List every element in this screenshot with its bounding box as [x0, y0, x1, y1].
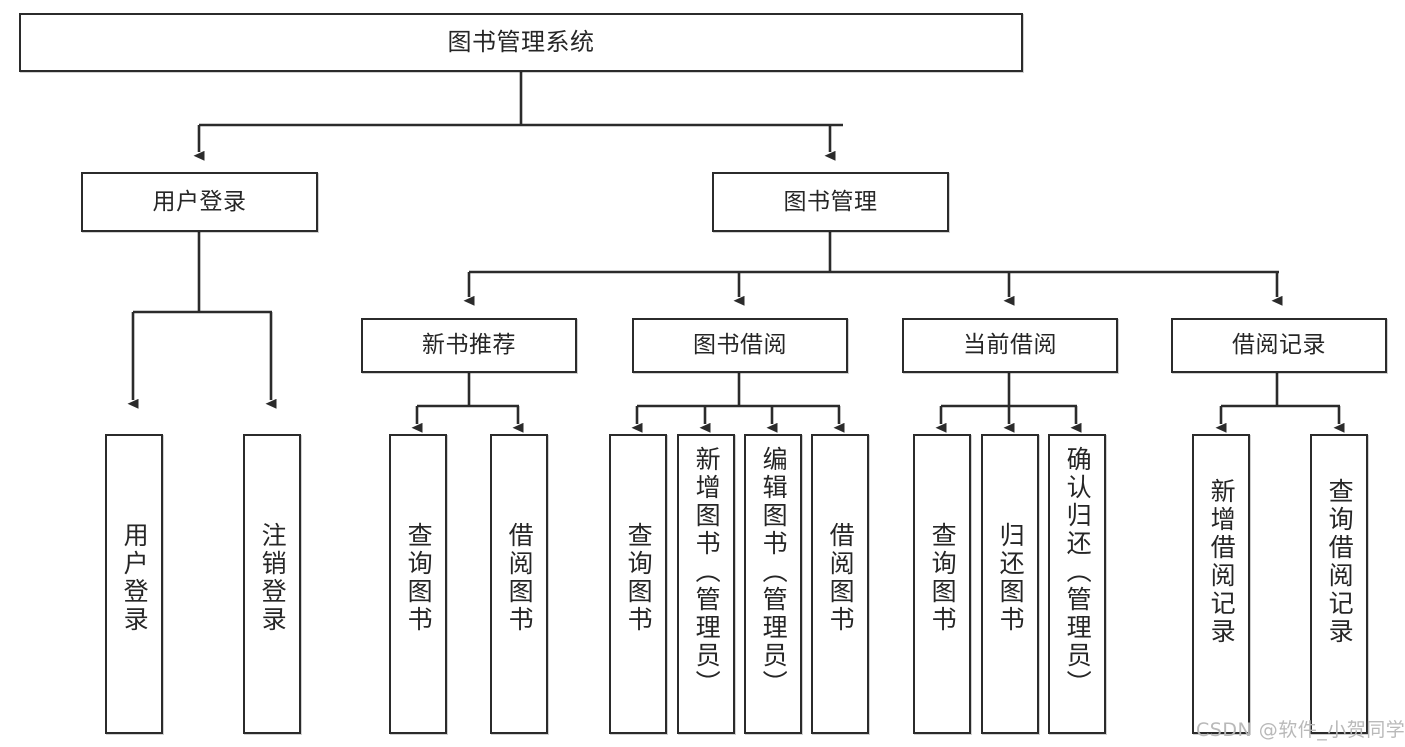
leaf-borrow-book[interactable]: 借阅图书: [811, 434, 869, 734]
node-borrow-record[interactable]: 借阅记录: [1171, 318, 1387, 373]
node-current-borrow[interactable]: 当前借阅: [902, 318, 1118, 373]
node-label: 查询借阅记录: [1325, 478, 1355, 646]
node-label: 查询图书: [624, 522, 654, 634]
node-label: 图书管理系统: [447, 27, 595, 56]
leaf-logout[interactable]: 注销登录: [243, 434, 301, 734]
node-label: 用户登录: [120, 522, 150, 634]
node-label: 当前借阅: [963, 332, 1057, 359]
leaf-add-borrow-record[interactable]: 新增借阅记录: [1192, 434, 1250, 734]
node-new-book-recommendation[interactable]: 新书推荐: [361, 318, 577, 373]
leaf-query-borrow-record[interactable]: 查询借阅记录: [1310, 434, 1368, 734]
leaf-return-book[interactable]: 归还图书: [981, 434, 1039, 734]
leaf-borrow-book-newrec[interactable]: 借阅图书: [490, 434, 548, 734]
node-label: 用户登录: [152, 188, 247, 215]
node-label: 新增借阅记录: [1207, 478, 1237, 646]
node-label: 借阅图书: [826, 522, 856, 634]
leaf-query-book-borrow[interactable]: 查询图书: [609, 434, 667, 734]
node-label: 归还图书: [996, 522, 1026, 634]
csdn-watermark: CSDN @软件_小贺同学: [1196, 719, 1405, 741]
leaf-confirm-return-admin[interactable]: 确认归还（管理员）: [1048, 434, 1106, 734]
node-label: 图书管理: [783, 188, 878, 215]
node-label: 注销登录: [258, 522, 288, 634]
leaf-query-book-newrec[interactable]: 查询图书: [389, 434, 447, 734]
leaf-user-login[interactable]: 用户登录: [105, 434, 163, 734]
leaf-add-book-admin[interactable]: 新增图书（管理员）: [677, 434, 735, 734]
node-book-borrow[interactable]: 图书借阅: [632, 318, 848, 373]
node-label: 查询图书: [404, 522, 434, 634]
leaf-edit-book-admin[interactable]: 编辑图书（管理员）: [744, 434, 802, 734]
node-label: 编辑图书（管理员）: [759, 446, 789, 698]
node-book-management[interactable]: 图书管理: [712, 172, 949, 232]
node-user-login[interactable]: 用户登录: [81, 172, 318, 232]
node-label: 借阅图书: [505, 522, 535, 634]
node-label: 确认归还（管理员）: [1063, 446, 1093, 698]
node-root-book-management-system[interactable]: 图书管理系统: [19, 13, 1023, 72]
node-label: 新书推荐: [422, 332, 516, 359]
node-label: 图书借阅: [693, 332, 787, 359]
leaf-query-book-current[interactable]: 查询图书: [913, 434, 971, 734]
node-label: 新增图书（管理员）: [692, 446, 722, 698]
node-label: 查询图书: [928, 522, 958, 634]
node-label: 借阅记录: [1232, 332, 1326, 359]
